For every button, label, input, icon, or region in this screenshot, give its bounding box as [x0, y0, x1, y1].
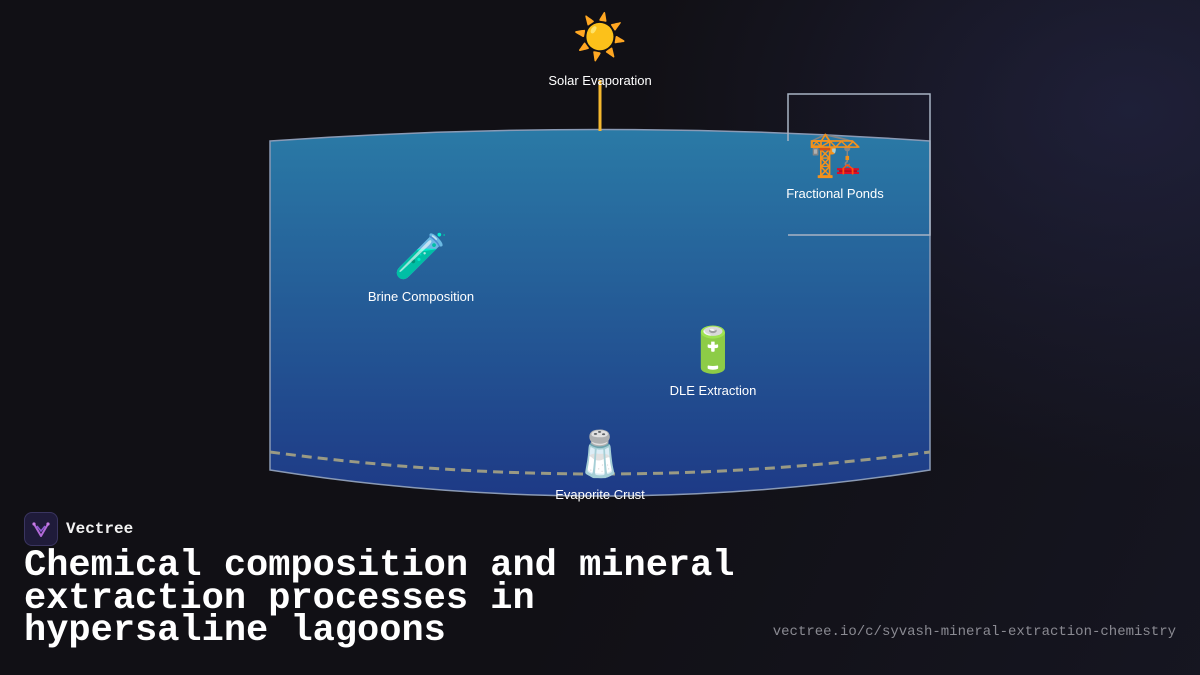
solar-evaporation-label: Solar Evaporation: [548, 73, 652, 88]
evaporite-crust-label: Evaporite Crust: [555, 487, 645, 502]
fractional-ponds-label: Fractional Ponds: [786, 186, 884, 201]
vectree-logo-icon: [24, 512, 58, 546]
fractional-ponds-frame: [787, 93, 931, 236]
test-tube-icon: 🧪: [393, 231, 449, 282]
page-title: Chemical composition and mineral extract…: [24, 545, 735, 652]
crane-icon: 🏗️: [807, 129, 863, 180]
sun-icon: ☀️: [572, 12, 628, 63]
dle-extraction-label: DLE Extraction: [669, 383, 757, 398]
battery-icon: 🔋: [685, 325, 741, 376]
evaporite-crust-line: [269, 450, 931, 476]
lagoon-basin: [269, 128, 931, 497]
brine-composition-label: Brine Composition: [367, 289, 475, 304]
source-url[interactable]: vectree.io/c/syvash-mineral-extraction-c…: [772, 624, 1176, 640]
brand-name: Vectree: [66, 520, 134, 538]
salt-shaker-icon: 🧂: [572, 429, 628, 480]
brand: Vectree: [24, 512, 133, 546]
